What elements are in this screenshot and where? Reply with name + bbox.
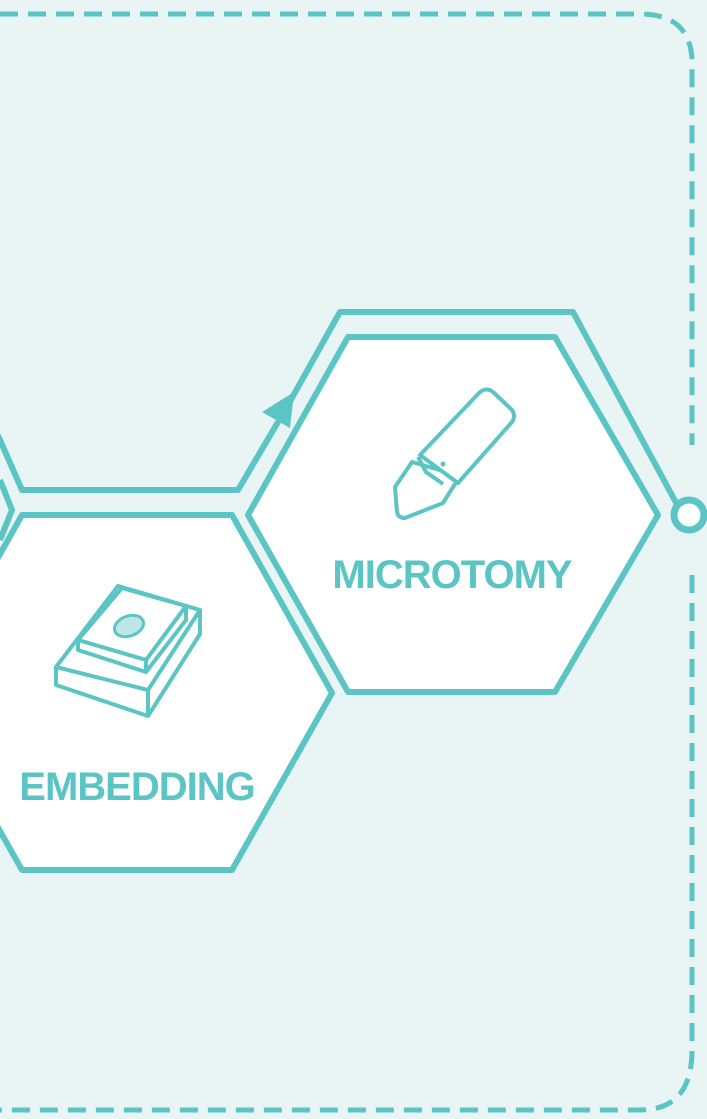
embedding-cassette-icon (54, 584, 202, 718)
previous-step-hexagon-inner-edge (0, 478, 15, 542)
dashed-frame-lower (0, 575, 695, 1113)
dashed-frame (0, 11, 695, 445)
embedding-step: EMBEDDING (0, 512, 335, 873)
connector-node (670, 496, 707, 534)
embedding-hexagon (0, 512, 335, 873)
connector-line (285, 309, 683, 512)
microtomy-step: MICROTOMY (245, 334, 661, 695)
previous-step-hexagon-edge (0, 403, 291, 493)
microtome-blade-icon (393, 387, 516, 520)
microtomy-label: MICROTOMY (332, 553, 572, 597)
connector-arrow-icon (262, 392, 294, 428)
microtomy-hexagon (245, 334, 661, 695)
embedding-label: EMBEDDING (19, 765, 254, 809)
